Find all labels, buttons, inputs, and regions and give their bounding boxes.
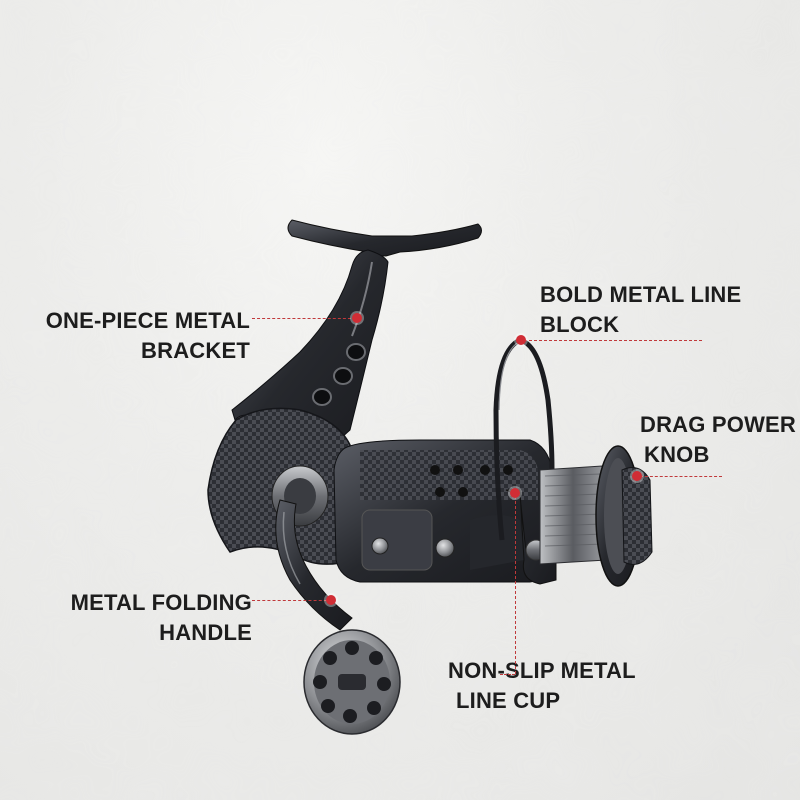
callout-line-block-leader	[524, 340, 702, 341]
reel-rotor	[333, 439, 557, 583]
callout-drag-knob-leader	[640, 476, 722, 477]
callout-drag-knob-label: DRAG POWER KNOB	[640, 410, 796, 470]
callout-line-block-line1: BOLD METAL LINE	[540, 282, 742, 307]
callout-handle-leader	[252, 600, 332, 601]
callout-line-cup-line2: LINE CUP	[456, 688, 561, 713]
callout-line-cup-marker	[510, 488, 520, 498]
callout-bracket-label: ONE-PIECE METAL BRACKET	[30, 306, 250, 366]
drag-knob	[621, 467, 653, 565]
reel-foot	[287, 219, 482, 257]
bail-wire	[493, 337, 555, 541]
callout-handle-marker	[326, 595, 336, 605]
folding-handle	[271, 465, 353, 631]
callout-handle-line2: HANDLE	[159, 620, 252, 645]
callout-line-cup-label: NON-SLIP METAL LINE CUP	[448, 656, 636, 716]
callout-line-cup-leader	[515, 496, 516, 674]
callout-line-block-line2: BLOCK	[540, 312, 620, 337]
callout-line-cup-leader-foot	[500, 674, 515, 675]
callout-line-block-marker	[516, 335, 526, 345]
callout-handle-line1: METAL FOLDING	[70, 590, 252, 615]
handle-knob	[303, 629, 401, 735]
callout-line-block-label: BOLD METAL LINE BLOCK	[540, 280, 741, 340]
callout-bracket-line2: BRACKET	[141, 338, 250, 363]
callout-drag-knob-marker	[632, 471, 642, 481]
callout-drag-knob-line2: KNOB	[644, 442, 710, 467]
callout-line-cup-line1: NON-SLIP METAL	[448, 658, 636, 683]
callout-handle-label: METAL FOLDING HANDLE	[30, 588, 252, 648]
reel-bracket	[231, 249, 389, 449]
callout-bracket-line1: ONE-PIECE METAL	[45, 308, 250, 333]
callout-bracket-leader	[252, 318, 356, 319]
callout-drag-knob-line1: DRAG POWER	[640, 412, 796, 437]
callout-bracket-marker	[352, 313, 362, 323]
